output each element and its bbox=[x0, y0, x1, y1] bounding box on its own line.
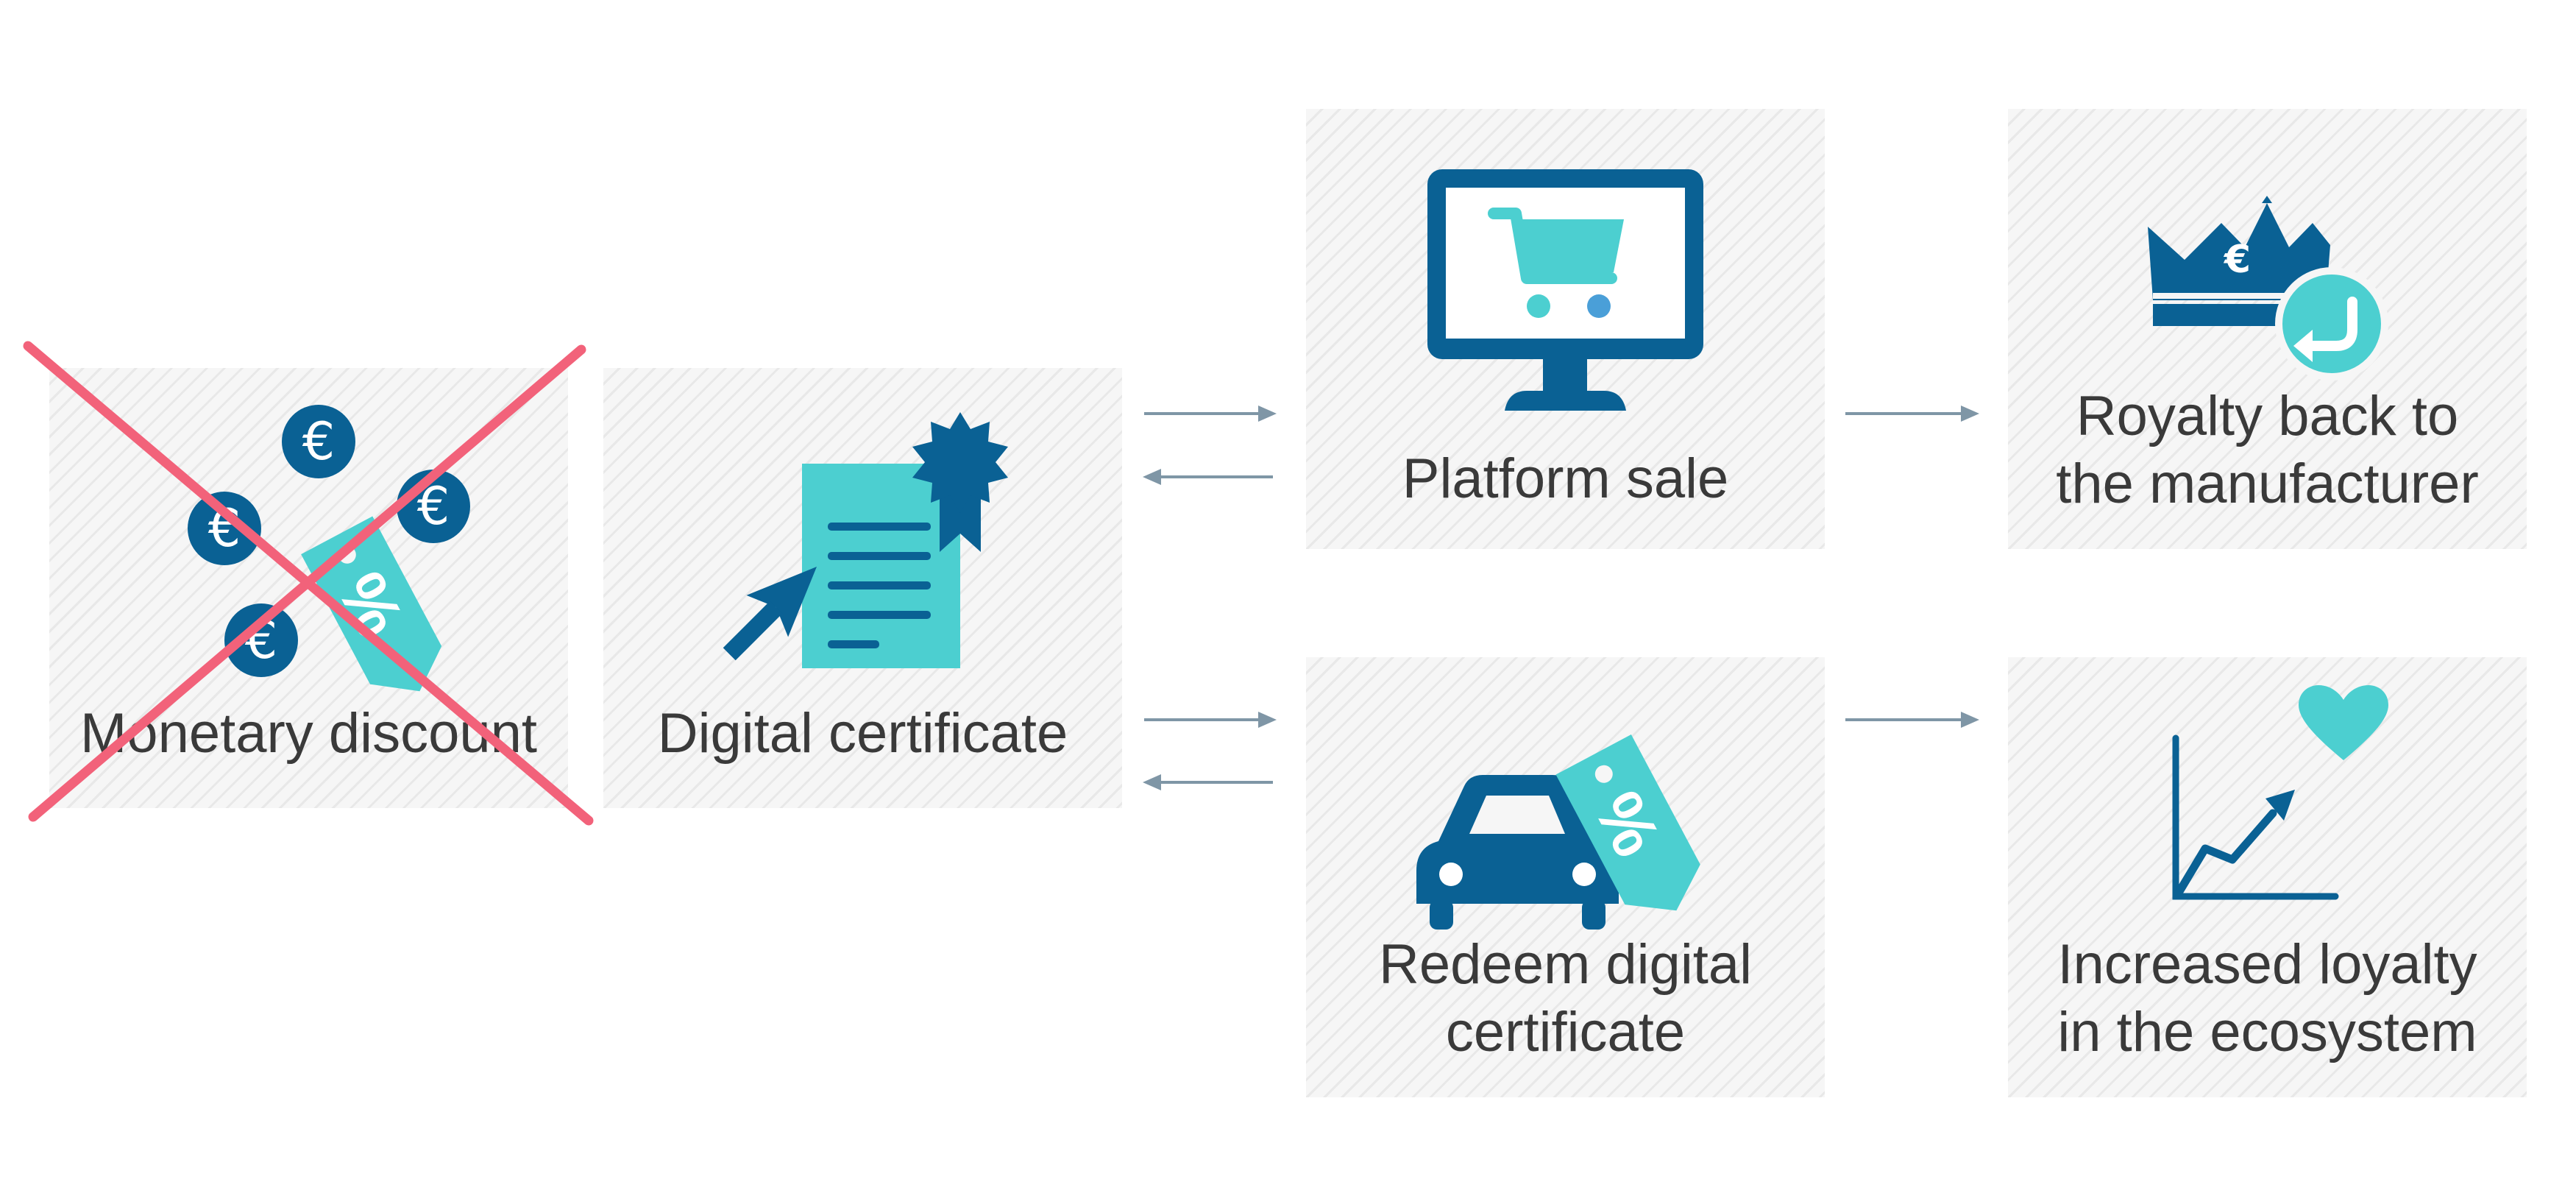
award-seal-icon bbox=[912, 412, 1008, 552]
arrow-left-icon bbox=[1143, 469, 1273, 485]
cursor-arrow-icon bbox=[723, 567, 817, 661]
node-label-line1: Increased loyalty bbox=[2057, 933, 2477, 996]
node-label-line1: Redeem digital bbox=[1379, 933, 1752, 996]
node-label-line2: certificate bbox=[1445, 1001, 1686, 1063]
arrow-right-icon bbox=[1144, 406, 1277, 422]
document-icon bbox=[723, 412, 1008, 668]
node-label-line2: in the ecosystem bbox=[2057, 1001, 2477, 1063]
arrow-right-icon bbox=[1845, 712, 1979, 728]
shopping-cart-icon bbox=[1488, 208, 1624, 318]
crown-icon: € bbox=[2148, 196, 2388, 380]
node-platform-sale: Platform sale bbox=[1306, 109, 1825, 549]
arrow-right-icon bbox=[1845, 406, 1979, 422]
growth-chart-icon bbox=[2172, 685, 2388, 900]
node-digital-certificate: Digital certificate bbox=[603, 368, 1122, 808]
node-label: Platform sale bbox=[1402, 447, 1729, 510]
monitor-icon bbox=[1427, 169, 1703, 411]
car-icon: % bbox=[1416, 734, 1700, 930]
return-arrow-icon bbox=[2275, 267, 2388, 380]
node-label-line2: the manufacturer bbox=[2056, 453, 2479, 515]
node-redeem: % Redeem digital certificate bbox=[1306, 657, 1825, 1097]
node-loyalty: Increased loyalty in the ecosystem bbox=[2008, 657, 2527, 1097]
arrow-right-icon bbox=[1144, 712, 1277, 728]
node-label-line1: Royalty back to bbox=[2076, 385, 2459, 447]
svg-text:€: € bbox=[2224, 238, 2251, 282]
node-label: Digital certificate bbox=[657, 702, 1068, 765]
node-royalty: € Royalty back to the manufacturer bbox=[2008, 109, 2527, 549]
arrow-left-icon bbox=[1143, 774, 1273, 790]
heart-icon bbox=[2299, 685, 2388, 760]
